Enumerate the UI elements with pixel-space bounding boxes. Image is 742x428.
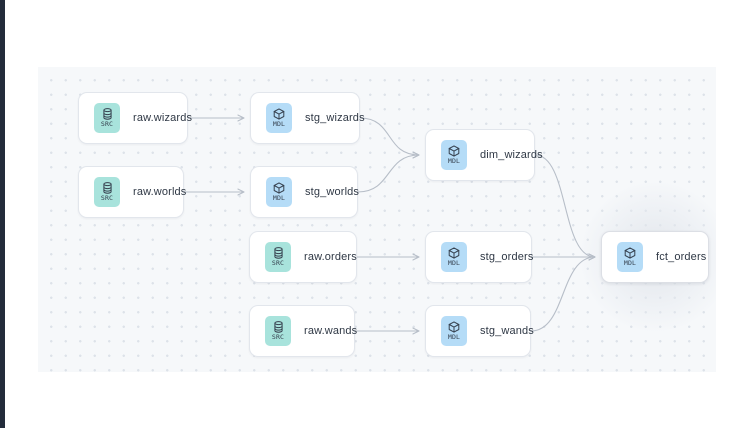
node-type-badge-label: MDL (447, 259, 461, 268)
graph-node-label: stg_wands (480, 325, 534, 337)
app-sidebar-rail (0, 0, 5, 428)
graph-node-label: stg_wizards (305, 112, 365, 124)
node-type-badge-label: MDL (623, 259, 637, 268)
node-type-badge-label: SRC (271, 333, 285, 342)
cube-icon: MDL (441, 316, 467, 346)
graph-node-stg-worlds[interactable]: MDL stg_worlds (250, 166, 360, 218)
node-type-badge-label: MDL (447, 333, 461, 342)
graph-node-raw-orders[interactable]: SRC raw.orders (249, 231, 357, 283)
graph-node-dim-wizards[interactable]: MDL dim_wizards (425, 129, 543, 181)
graph-node-stg-orders[interactable]: MDL stg_orders (425, 231, 534, 283)
graph-edge-stg-wands-to-fct-orders (530, 253, 596, 332)
database-icon: SRC (265, 316, 291, 346)
node-type-badge-label: MDL (447, 157, 461, 166)
cube-icon: MDL (266, 103, 292, 133)
graph-edge-dim-wizards-to-fct-orders (534, 154, 596, 261)
node-type-badge-label: SRC (100, 120, 114, 129)
cube-icon: MDL (441, 242, 467, 272)
graph-node-label: raw.wizards (133, 112, 193, 124)
graph-node-label: dim_wizards (480, 149, 543, 161)
graph-node-raw-worlds[interactable]: SRC raw.worlds (78, 166, 187, 218)
graph-node-fct-orders[interactable]: MDL fct_orders (601, 231, 709, 283)
graph-edge-stg-wizards-to-dim-wizards (359, 117, 420, 159)
node-type-badge-label: MDL (272, 120, 286, 129)
graph-node-stg-wands[interactable]: MDL stg_wands (425, 305, 534, 357)
graph-node-label: raw.orders (304, 251, 357, 263)
graph-node-label: fct_orders (656, 251, 707, 263)
graph-node-stg-wizards[interactable]: MDL stg_wizards (250, 92, 365, 144)
database-icon: SRC (94, 103, 120, 133)
graph-node-raw-wands[interactable]: SRC raw.wands (249, 305, 358, 357)
cube-icon: MDL (617, 242, 643, 272)
node-type-badge-label: SRC (271, 259, 285, 268)
cube-icon: MDL (266, 177, 292, 207)
database-icon: SRC (94, 177, 120, 207)
node-type-badge-label: MDL (272, 194, 286, 203)
graph-node-label: stg_worlds (305, 186, 360, 198)
graph-node-label: raw.worlds (133, 186, 187, 198)
graph-node-label: raw.wands (304, 325, 358, 337)
node-type-badge-label: SRC (100, 194, 114, 203)
database-icon: SRC (265, 242, 291, 272)
graph-node-label: stg_orders (480, 251, 534, 263)
graph-node-raw-wizards[interactable]: SRC raw.wizards (78, 92, 192, 144)
graph-edge-stg-worlds-to-dim-wizards (357, 151, 420, 193)
cube-icon: MDL (441, 140, 467, 170)
